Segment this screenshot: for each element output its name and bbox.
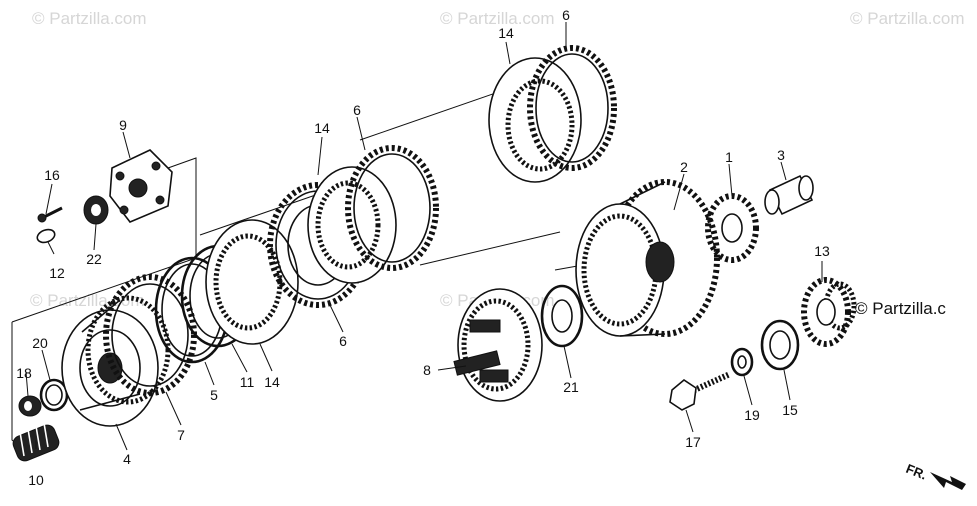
callout-15: 15 bbox=[782, 402, 798, 418]
callout-21: 21 bbox=[563, 379, 579, 395]
part-14-plate-lower bbox=[205, 219, 299, 345]
part-19-washer bbox=[730, 347, 754, 377]
callout-6-upper: 6 bbox=[562, 7, 570, 23]
part-13-primary-gear bbox=[801, 277, 857, 347]
callout-14-lower: 14 bbox=[264, 374, 280, 390]
callout-17: 17 bbox=[685, 434, 701, 450]
part-3-collar bbox=[764, 174, 814, 216]
part-12-pin bbox=[36, 228, 56, 244]
callout-6-lower: 6 bbox=[339, 333, 347, 349]
callout-22: 22 bbox=[86, 251, 102, 267]
callout-10: 10 bbox=[28, 472, 44, 488]
callout-9: 9 bbox=[119, 117, 127, 133]
callout-leaders bbox=[25, 22, 823, 451]
part-21-thrust-washer bbox=[540, 284, 584, 348]
callout-5: 5 bbox=[210, 387, 218, 403]
callout-6-middle: 6 bbox=[353, 102, 361, 118]
callout-2: 2 bbox=[680, 159, 688, 175]
callout-20: 20 bbox=[32, 335, 48, 351]
part-15-lock-washer bbox=[760, 319, 800, 371]
watermark: © Partzilla.com bbox=[850, 9, 965, 28]
callout-14-upper: 14 bbox=[498, 25, 514, 41]
callout-18: 18 bbox=[16, 365, 32, 381]
callout-4: 4 bbox=[123, 451, 131, 467]
callout-14-middle: 14 bbox=[314, 120, 330, 136]
part-6-friction-disc-middle bbox=[345, 145, 439, 271]
part-22-needle-bearing bbox=[83, 195, 109, 225]
callout-3: 3 bbox=[777, 147, 785, 163]
callout-12: 12 bbox=[49, 265, 65, 281]
brand-label: © Partzilla.c bbox=[855, 299, 946, 318]
callout-7: 7 bbox=[177, 427, 185, 443]
direction-label: FR. bbox=[904, 461, 929, 483]
callout-11: 11 bbox=[240, 374, 255, 390]
part-2-clutch-outer bbox=[575, 179, 720, 337]
part-16-bolt bbox=[37, 206, 63, 223]
callout-16: 16 bbox=[44, 167, 60, 183]
callout-1: 1 bbox=[725, 149, 733, 165]
callout-13: 13 bbox=[814, 243, 830, 259]
part-17-bolt bbox=[669, 371, 732, 411]
callout-8: 8 bbox=[423, 362, 431, 378]
front-direction-arrow-icon bbox=[930, 472, 966, 490]
part-14-plate-upper bbox=[488, 57, 582, 183]
part-9-damper-plate bbox=[109, 149, 173, 223]
part-8-clutch-center bbox=[453, 288, 543, 402]
callout-19: 19 bbox=[744, 407, 760, 423]
watermark: © Partzilla.com bbox=[32, 9, 147, 28]
watermark: © Partzilla.com bbox=[440, 9, 555, 28]
part-18-bearing bbox=[18, 395, 42, 417]
part-6-friction-disc-upper bbox=[527, 45, 617, 171]
